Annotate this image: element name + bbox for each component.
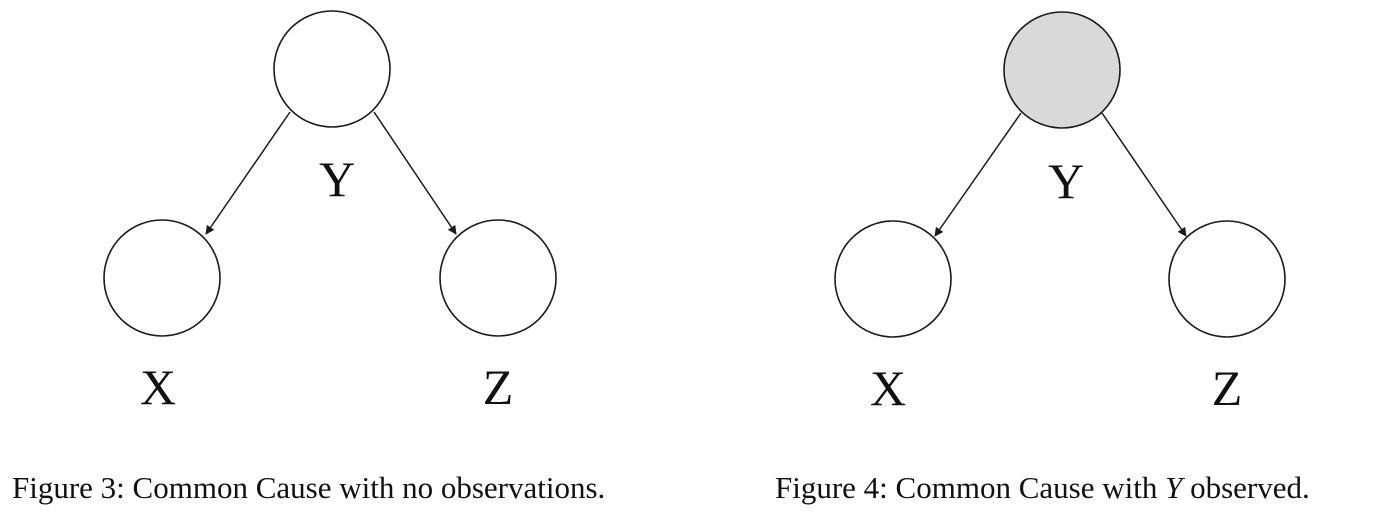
figure-4: Y X Z Figure 4: Common Cause with Y obse… — [690, 0, 1374, 517]
figure-3: Y X Z Figure 3: Common Cause with no obs… — [12, 10, 606, 505]
edge-y-to-z — [1101, 112, 1187, 237]
edge-y-to-z — [373, 111, 457, 235]
edge-y-to-x — [205, 111, 291, 235]
node-z-label: Z — [483, 359, 514, 415]
edge-y-to-x — [934, 112, 1022, 237]
node-y-label: Y — [319, 151, 355, 207]
node-y — [273, 10, 391, 128]
node-z-label: Z — [1212, 360, 1243, 416]
node-x — [103, 219, 221, 337]
node-y-label: Y — [1048, 153, 1084, 209]
node-x — [834, 220, 952, 338]
node-x-label: X — [140, 359, 176, 415]
node-z — [1168, 220, 1286, 338]
caption-prefix: Figure 4: Common Cause with — [775, 470, 1166, 505]
node-y-observed — [1003, 11, 1121, 129]
node-x-label: X — [870, 360, 906, 416]
caption-suffix: observed. — [1182, 470, 1310, 505]
node-z — [439, 219, 557, 337]
caption-variable: Y — [1165, 470, 1183, 505]
figure-4-graph: Y X Z — [834, 11, 1286, 416]
figure-3-graph: Y X Z — [103, 10, 557, 415]
figure-3-caption: Figure 3: Common Cause with no observati… — [12, 470, 606, 505]
figure-4-caption: Figure 4: Common Cause with Y observed. — [775, 470, 1310, 506]
